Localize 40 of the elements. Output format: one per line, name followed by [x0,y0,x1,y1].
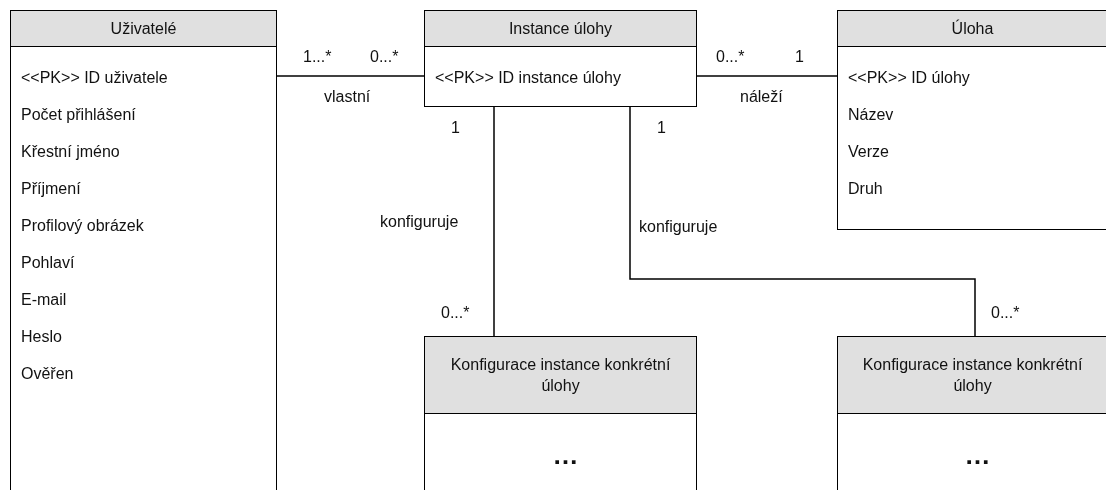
edge-label: konfiguruje [637,218,720,236]
connector-line [629,106,976,337]
multiplicity-label: 0...* [716,48,745,66]
class-name: Instance úlohy [508,19,613,39]
class-box [837,336,1106,490]
attribute-text: E-mail [21,290,67,310]
edge-label: konfiguruje [378,213,461,231]
attribute-text: Profilový obrázek [21,216,144,236]
class-name: Úloha [951,18,994,39]
attribute-text: Křestní jméno [21,142,120,162]
class-name: Konfigurace instance konkrétní úlohy [449,355,672,396]
connector-line [696,75,838,77]
class-name: Uživatelé [110,19,177,39]
class-box [837,10,1106,230]
attribute-text: Ověřen [21,364,74,384]
multiplicity-label: 1...* [303,48,332,66]
multiplicity-label: 0...* [991,304,1020,322]
attribute-text: <<PK>> ID uživatele [21,68,168,88]
multiplicity-label: 1 [657,119,666,137]
connector-line [276,75,425,77]
class-box [424,10,697,107]
attribute-text: Verze [848,142,889,162]
attribute-text: Druh [848,179,883,199]
multiplicity-label: 0...* [441,304,470,322]
attribute-text: Příjmení [21,179,81,199]
attribute-text: Název [848,105,894,125]
attribute-text: Pohlaví [21,253,75,273]
attribute-text: <<PK>> ID instance úlohy [435,68,621,88]
ellipsis-text: … [964,440,991,470]
class-box [424,336,697,490]
multiplicity-label: 0...* [370,48,399,66]
connector-line [493,106,495,337]
ellipsis-text: … [552,440,579,470]
attribute-text: Heslo [21,327,62,347]
multiplicity-label: 1 [795,48,804,66]
attribute-text: <<PK>> ID úlohy [848,68,970,88]
attribute-text: Počet přihlášení [21,105,136,125]
class-name: Konfigurace instance konkrétní úlohy [861,355,1084,396]
class-box [10,10,277,490]
multiplicity-label: 1 [451,119,460,137]
